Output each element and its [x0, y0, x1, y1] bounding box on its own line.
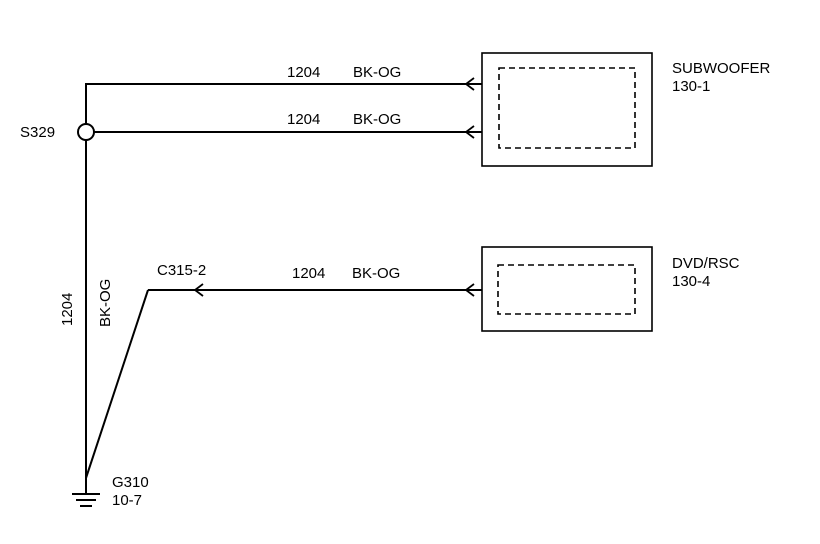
ground-ref: 10-7 — [112, 492, 142, 509]
wire-top-circuit: 1204 — [287, 64, 320, 81]
connector-label: C315-2 — [157, 262, 206, 279]
wire-lower-circuit: 1204 — [292, 265, 325, 282]
wire-vertical-circuit: 1204 — [59, 293, 76, 326]
dvd-box — [481, 246, 653, 332]
subwoofer-box — [481, 52, 653, 167]
subwoofer-ref: 130-1 — [672, 78, 710, 95]
wire-lower-color: BK-OG — [352, 265, 400, 282]
wire-middle-circuit: 1204 — [287, 111, 320, 128]
arrow-middle — [464, 125, 475, 139]
wire-middle-color: BK-OG — [353, 111, 401, 128]
ground-label: G310 — [112, 474, 149, 491]
dvd-ref: 130-4 — [672, 273, 710, 290]
wire-diagonal — [85, 289, 149, 479]
splice-s329 — [77, 123, 95, 141]
arrow-top — [464, 77, 475, 91]
wire-top — [85, 83, 482, 124]
ground-symbol — [72, 493, 100, 507]
subwoofer-inner — [498, 67, 636, 149]
arrow-connector — [193, 283, 204, 297]
wire-top-color: BK-OG — [353, 64, 401, 81]
wire-vertical-color: BK-OG — [97, 279, 114, 327]
arrow-dvd — [464, 283, 475, 297]
dvd-name: DVD/RSC — [672, 255, 740, 272]
splice-label: S329 — [20, 124, 55, 141]
dvd-inner — [497, 264, 636, 315]
subwoofer-name: SUBWOOFER — [672, 60, 771, 77]
